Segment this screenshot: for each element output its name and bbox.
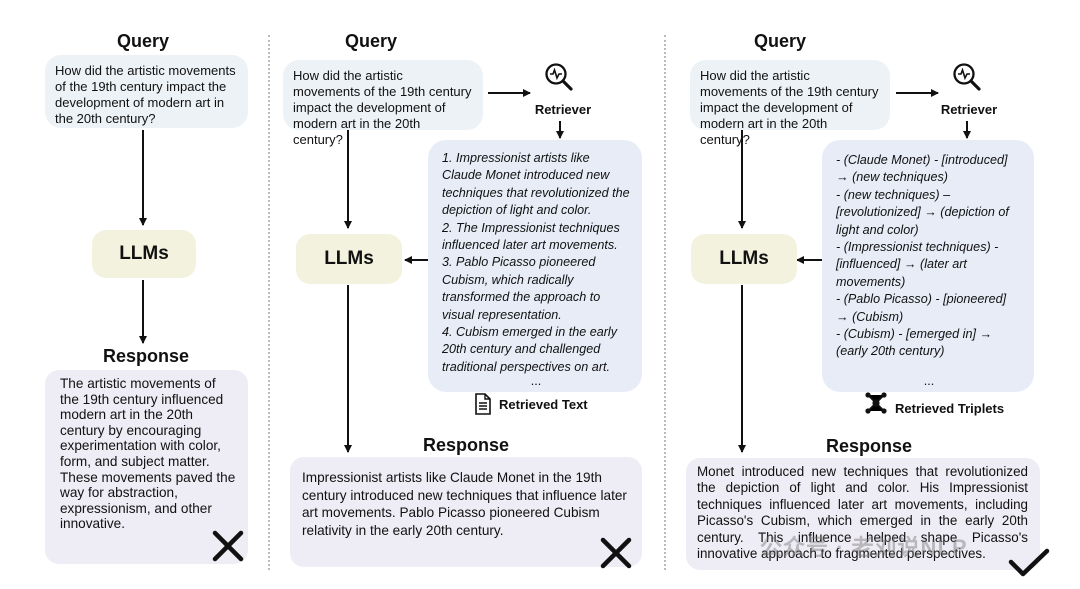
retriever-icon (545, 63, 573, 91)
panel3-response-title: Response (825, 436, 913, 456)
watermark: 公众号 · 老刘说NLP (760, 535, 968, 560)
panel-divider-1 (268, 35, 270, 570)
triplet-line: - (Claude Monet) - [introduced] → (new t… (836, 153, 1008, 185)
cross-icon (600, 537, 632, 569)
panel2-llm-box: LLMs (296, 234, 402, 284)
panel-divider-2 (664, 35, 666, 570)
graph-icon (865, 392, 887, 414)
panel2-retrieved-caption: Retrieved Text (499, 397, 588, 412)
panel3-response-text: Monet introduced new techniques that rev… (697, 464, 1028, 562)
panel2-query-title: Query (344, 31, 398, 51)
triplet-line: - (new techniques) – [revolutionized] → … (836, 187, 1009, 237)
panel2-query-box: How did the artistic movements of the 19… (283, 60, 483, 147)
triplet-line: - (Pablo Picasso) - [pioneered] → (Cubis… (836, 292, 1007, 324)
panel3-retriever-label: Retriever (940, 102, 998, 117)
document-icon (475, 393, 491, 415)
panel1-response-box: The artistic movements of the 19th centu… (45, 370, 248, 564)
retriever-icon (953, 63, 981, 91)
panel3-llm-box: LLMs (691, 234, 797, 284)
retrieved-text-line: 3. Pablo Picasso pioneered Cubism, which… (442, 255, 601, 322)
panel1-response-text: The artistic movements of the 19th centu… (60, 376, 236, 532)
retrieved-text-line: 4. Cubism emerged in the early 20th cent… (442, 325, 617, 374)
retrieved-text-ellipsis: ... (530, 374, 542, 389)
panel3-response-box: Monet introduced new techniques that rev… (686, 458, 1040, 570)
retrieved-text-line: 1. Impressionist artists like Claude Mon… (442, 151, 630, 218)
panel3-query-box: How did the artistic movements of the 19… (690, 60, 890, 147)
panel1-query-box: How did the artistic movements of the 19… (45, 55, 248, 128)
check-icon (1008, 548, 1050, 577)
panel2-response-text: Impressionist artists like Claude Monet … (302, 470, 627, 538)
cross-icon (212, 530, 244, 562)
retrieved-text-line: 2. The Impressionist techniques influenc… (442, 220, 620, 253)
panel3-retrieved-caption: Retrieved Triplets (895, 401, 1005, 416)
panel1-response-title: Response (102, 346, 190, 366)
panel2-retriever-label: Retriever (534, 102, 592, 117)
panel3-triplets-box: - (Claude Monet) - [introduced] → (new t… (822, 140, 1034, 392)
panel1-query-title: Query (116, 31, 170, 51)
triplet-line: - (Impressionist techniques) - [influenc… (836, 240, 999, 289)
panel2-retrieved-text-box: 1. Impressionist artists like Claude Mon… (428, 140, 642, 392)
panel2-response-title: Response (422, 435, 510, 455)
panel1-llm-box: LLMs (92, 230, 196, 278)
triplets-ellipsis: ... (923, 373, 935, 388)
panel3-query-title: Query (753, 31, 807, 51)
triplet-line: - (Cubism) - [emerged in] → (early 20th … (836, 327, 993, 359)
panel2-response-box: Impressionist artists like Claude Monet … (290, 457, 642, 567)
